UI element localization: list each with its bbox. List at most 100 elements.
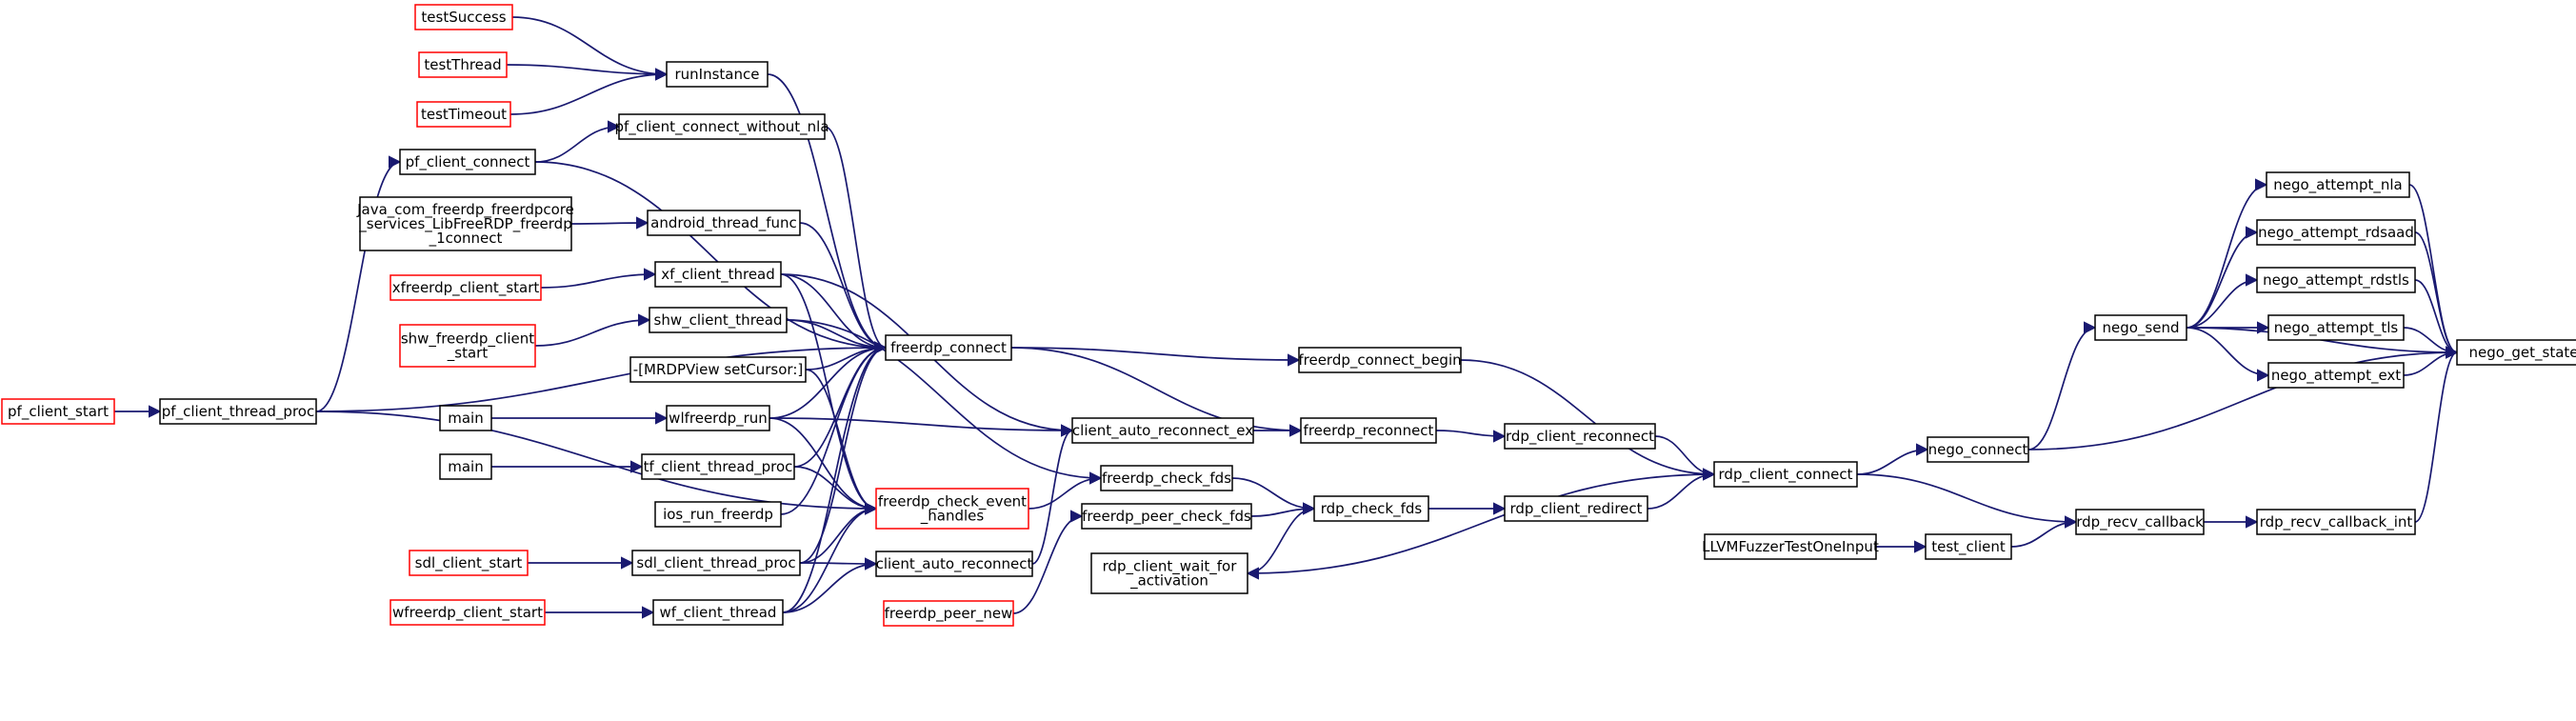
node-label: wlfreerdp_run xyxy=(669,410,768,428)
node-label: _1connect xyxy=(429,230,503,248)
node-client-auto-reconnect-ex[interactable]: client_auto_reconnect_ex xyxy=(1071,417,1254,444)
node-freerdp-check-fds[interactable]: freerdp_check_fds xyxy=(1100,465,1233,491)
node-label: xfreerdp_client_start xyxy=(392,279,540,297)
node-box xyxy=(2267,314,2405,341)
node-shw-client-thread[interactable]: shw_client_thread xyxy=(649,307,788,333)
edge-testSuccess-to-runInstance xyxy=(511,16,669,81)
edge-xfreerdp_client_start-to-xf_client_thread xyxy=(540,268,657,289)
node-label: nego_attempt_tls xyxy=(2274,319,2399,337)
edge-wf_client_thread-to-freerdp_check_event_handles xyxy=(782,502,878,613)
node-nego-attempt-rdsaad[interactable]: nego_attempt_rdsaad xyxy=(2256,219,2416,246)
node-box xyxy=(1927,436,2029,463)
node-rdp-recv-callback[interactable]: rdp_recv_callback xyxy=(2075,509,2205,535)
node-box xyxy=(883,600,1014,627)
node-nego-attempt-tls[interactable]: nego_attempt_tls xyxy=(2267,314,2405,341)
node-rdp-client-reconnect[interactable]: rdp_client_reconnect xyxy=(1504,423,1656,450)
node-box xyxy=(399,149,536,175)
node-freerdp-peer-new[interactable]: freerdp_peer_new xyxy=(883,600,1014,627)
node-main-wl[interactable]: main xyxy=(439,405,492,431)
edge-nego_attempt_rdsaad-to-nego_get_state xyxy=(2414,231,2459,359)
node-label: nego_attempt_rdstls xyxy=(2263,271,2409,290)
node-pf-client-thread-proc[interactable]: pf_client_thread_proc xyxy=(159,398,317,425)
edge-testThread-to-runInstance xyxy=(506,64,669,81)
node-testsuccess[interactable]: testSuccess xyxy=(414,4,513,30)
node-sdl-client-start[interactable]: sdl_client_start xyxy=(409,550,529,576)
node-box xyxy=(2256,267,2416,293)
node-label: pf_client_connect xyxy=(406,153,530,171)
node-label: nego_connect xyxy=(1928,441,2028,459)
node-testthread[interactable]: testThread xyxy=(418,51,508,78)
node-wlfreerdp-run[interactable]: wlfreerdp_run xyxy=(666,405,770,431)
node-freerdp-reconnect[interactable]: freerdp_reconnect xyxy=(1300,417,1437,444)
node-box xyxy=(414,4,513,30)
node-label: rdp_client_wait_for xyxy=(1103,558,1238,576)
node-nego-connect[interactable]: nego_connect xyxy=(1927,436,2029,463)
node-ios-run-freerdp[interactable]: ios_run_freerdp xyxy=(654,501,782,528)
node-label: freerdp_connect xyxy=(890,339,1007,357)
node-sdl-client-thread-proc[interactable]: sdl_client_thread_proc xyxy=(631,550,801,576)
node-label: main xyxy=(448,410,483,427)
node-box xyxy=(647,210,801,236)
node-android-thread-func[interactable]: android_thread_func xyxy=(647,210,801,236)
edge-test_client-to-rdp_recv_callback xyxy=(2010,515,2078,548)
node-rdp-check-fds[interactable]: rdp_check_fds xyxy=(1313,495,1429,522)
node-label: runInstance xyxy=(675,66,760,83)
node-box xyxy=(1713,461,1858,488)
node-testtimeout[interactable]: testTimeout xyxy=(416,101,511,128)
node-client-auto-reconnect[interactable]: client_auto_reconnect xyxy=(875,551,1033,577)
node-box xyxy=(1071,417,1254,444)
node-xfreerdp-client-start[interactable]: xfreerdp_client_start xyxy=(389,274,542,301)
node-box xyxy=(1313,495,1429,522)
node-mrdpview-setcursor[interactable]: -[MRDPView setCursor:] xyxy=(629,356,807,383)
node-box xyxy=(885,334,1012,361)
node-label: pf_client_start xyxy=(8,403,109,421)
node-box xyxy=(1504,423,1656,450)
node-label: xf_client_thread xyxy=(661,266,775,284)
node-nego-send[interactable]: nego_send xyxy=(2094,314,2187,341)
node-rdp-client-wait-for-activation[interactable]: rdp_client_wait_for_activation xyxy=(1090,552,1248,594)
node-freerdp-peer-check-fds[interactable]: freerdp_peer_check_fds xyxy=(1081,503,1252,530)
node-pf-client-start[interactable]: pf_client_start xyxy=(1,398,115,425)
node-box xyxy=(2266,171,2410,198)
node-tf-client-thread-proc[interactable]: tf_client_thread_proc xyxy=(641,453,795,480)
node-xf-client-thread[interactable]: xf_client_thread xyxy=(654,261,782,288)
edge-freerdp_peer_new-to-freerdp_peer_check_fds xyxy=(1012,510,1084,614)
node-box xyxy=(2456,339,2576,366)
edge-freerdp_peer_check_fds-to-rdp_check_fds xyxy=(1250,502,1316,517)
node-rdp-recv-callback-int[interactable]: rdp_recv_callback_int xyxy=(2256,509,2416,535)
node-rdp-client-redirect[interactable]: rdp_client_redirect xyxy=(1504,495,1648,522)
edge-freerdp_connect_begin-to-rdp_client_connect xyxy=(1460,359,1716,481)
edge-wf_client_thread-to-client_auto_reconnect xyxy=(782,557,878,613)
node-nego-attempt-nla[interactable]: nego_attempt_nla xyxy=(2266,171,2410,198)
node-rdp-client-connect[interactable]: rdp_client_connect xyxy=(1713,461,1858,488)
node-freerdp-connect-begin[interactable]: freerdp_connect_begin xyxy=(1298,347,1462,373)
node-wfreerdp-client-start[interactable]: wfreerdp_client_start xyxy=(389,599,546,626)
node-freerdp-connect[interactable]: freerdp_connect xyxy=(885,334,1012,361)
edge-shw_client_thread-to-freerdp_check_fds xyxy=(786,319,1103,485)
edge-wlfreerdp_run-to-client_auto_reconnect_ex xyxy=(769,417,1074,437)
edge-nego_connect-to-nego_get_state xyxy=(2027,346,2459,451)
edge-pf_client_connect-to-pf_client_connect_without_nla xyxy=(534,120,621,163)
node-shw-freerdp-client-start[interactable]: shw_freerdp_client_start xyxy=(399,324,536,368)
node-box xyxy=(416,101,511,128)
node-runinstance[interactable]: runInstance xyxy=(666,61,769,88)
node-label: _start xyxy=(447,345,489,363)
node-nego-attempt-rdstls[interactable]: nego_attempt_rdstls xyxy=(2256,267,2416,293)
node-main-tf[interactable]: main xyxy=(439,453,492,480)
edge-sdl_client_thread_proc-to-freerdp_connect xyxy=(799,341,888,564)
node-layer: nego_get_statenego_attempt_nlanego_attem… xyxy=(1,4,2576,627)
node-test-client[interactable]: test_client xyxy=(1925,533,2012,560)
node-pf-client-connect[interactable]: pf_client_connect xyxy=(399,149,536,175)
node-box xyxy=(666,405,770,431)
node-llvmfuzzertestoneinput[interactable]: LLVMFuzzerTestOneInput xyxy=(1702,533,1879,560)
node-nego-attempt-ext[interactable]: nego_attempt_ext xyxy=(2267,362,2405,389)
edge-freerdp_connect-to-freerdp_connect_begin xyxy=(1010,347,1301,367)
node-box xyxy=(1100,465,1233,491)
node-freerdp-check-event-handles[interactable]: freerdp_check_event_handles xyxy=(875,488,1029,530)
node-pf-client-connect-without-nla[interactable]: pf_client_connect_without_nla xyxy=(614,113,829,140)
edge-rdp_client_wait_for_activation-to-rdp_check_fds xyxy=(1247,502,1316,574)
edge-layer xyxy=(113,16,2459,619)
node-wf-client-thread[interactable]: wf_client_thread xyxy=(652,599,784,626)
node-box xyxy=(631,550,801,576)
node-java-connect[interactable]: Java_com_freerdp_freerdpcore_services_Li… xyxy=(356,196,574,251)
